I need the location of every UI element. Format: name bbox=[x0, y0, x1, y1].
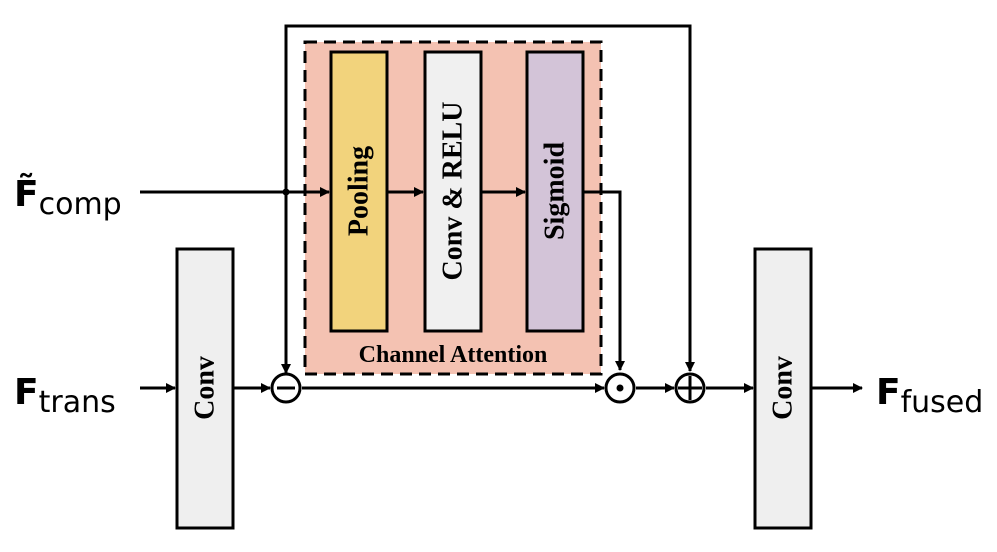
output-fused-subscript: fused bbox=[901, 385, 984, 420]
conv-left-label: Conv bbox=[190, 356, 221, 420]
input-trans-symbol: F bbox=[14, 372, 39, 413]
sigmoid-label: Sigmoid bbox=[540, 142, 571, 240]
add-operator bbox=[674, 372, 706, 404]
conv-relu-label: Conv & RELU bbox=[438, 102, 469, 281]
conv-relu-block bbox=[423, 50, 483, 333]
conv-right-label: Conv bbox=[768, 356, 799, 420]
output-fused-label: Ffused bbox=[876, 372, 983, 420]
pooling-block bbox=[329, 50, 389, 333]
input-comp-label: F̃comp bbox=[14, 173, 122, 222]
subtract-operator bbox=[270, 372, 302, 404]
junction-dot bbox=[282, 188, 290, 196]
input-trans-label: Ftrans bbox=[14, 372, 116, 420]
input-comp-subscript: comp bbox=[39, 187, 122, 222]
input-trans-subscript: trans bbox=[39, 385, 116, 420]
input-comp-symbol: F̃ bbox=[14, 173, 39, 215]
pooling-label: Pooling bbox=[344, 146, 375, 236]
sigmoid-block bbox=[525, 50, 585, 333]
sigmoid-to-multiply-arrow bbox=[583, 190, 625, 371]
output-fused-symbol: F bbox=[876, 372, 901, 413]
multiply-operator bbox=[604, 372, 636, 404]
channel-attention-label: Channel Attention bbox=[359, 342, 548, 368]
skip-to-add-arrow bbox=[284, 24, 695, 372]
